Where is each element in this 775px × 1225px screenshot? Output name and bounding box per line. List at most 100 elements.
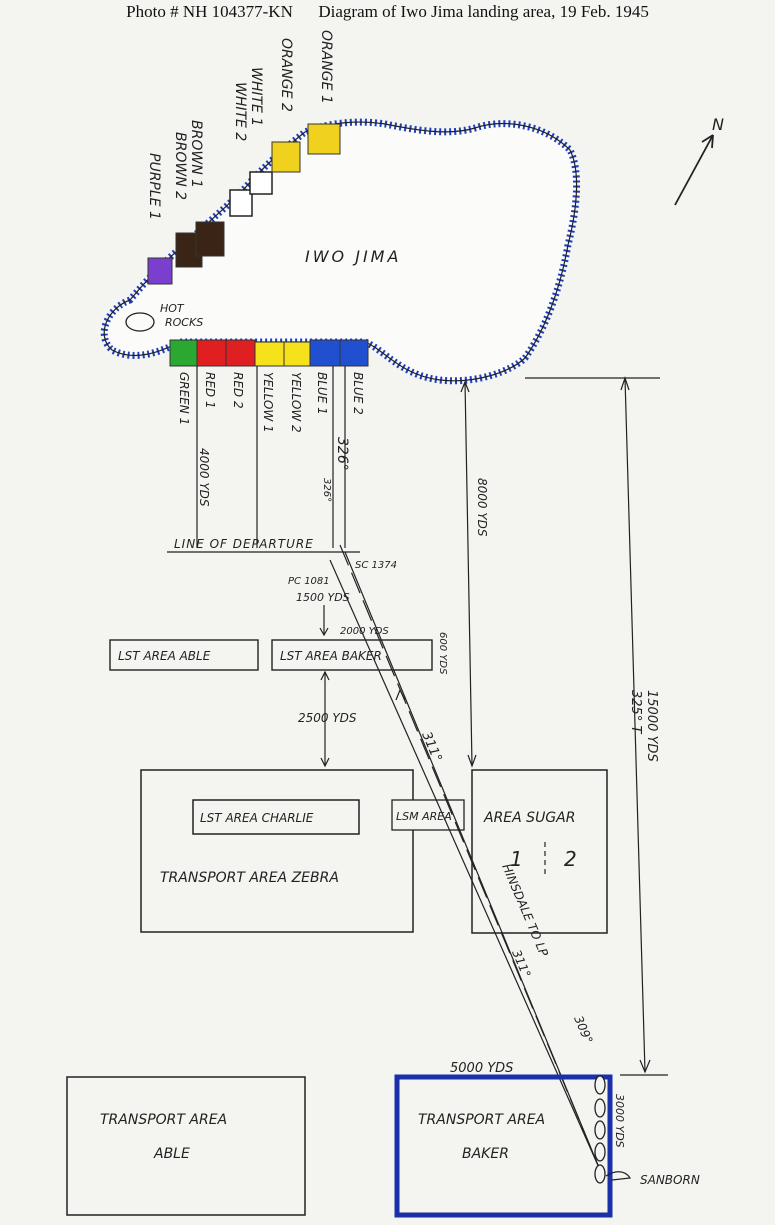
area-sugar: AREA SUGAR 1 2 bbox=[471, 769, 608, 934]
ship-icon bbox=[594, 1142, 606, 1162]
beach-red-2-label: RED 2 bbox=[231, 372, 245, 409]
hinsdale-bearing: 311° bbox=[509, 948, 533, 980]
sanborn-label: SANBORN bbox=[640, 1173, 700, 1187]
transport-zebra-box bbox=[140, 769, 414, 933]
eight-thousand-line bbox=[464, 381, 473, 766]
beach-brown-2-marker bbox=[195, 221, 225, 257]
area-sugar-box bbox=[471, 769, 608, 934]
lst-area-charlie-label: LST AREA CHARLIE bbox=[200, 811, 314, 825]
beach-blue-1-marker bbox=[309, 339, 341, 367]
beach-white-1-label: WHITE 1 bbox=[248, 67, 264, 126]
transport-area-baker: 5000 YDS TRANSPORT AREA BAKER 3000 YDS S… bbox=[394, 1061, 700, 1218]
beach-blue-2-marker bbox=[339, 339, 369, 367]
lst-areas: LST AREA ABLE LST AREA BAKER 2000 YDS 60… bbox=[109, 626, 448, 675]
beach-orange-2-label: ORANGE 2 bbox=[278, 38, 294, 112]
eight-thousand-distance: 8000 YDS bbox=[475, 478, 489, 537]
beach-red-1-label: RED 1 bbox=[203, 372, 217, 409]
east-distances bbox=[460, 376, 668, 1076]
lst-area-charlie-box bbox=[192, 799, 360, 835]
lst-height-distance: 600 YDS bbox=[437, 632, 448, 675]
transport-area-able: TRANSPORT AREA ABLE bbox=[66, 1076, 306, 1216]
beach-to-lod-distance: 4000 YDS bbox=[197, 448, 211, 507]
beach-yellow-1-label: YELLOW 1 bbox=[261, 372, 275, 433]
ship-column bbox=[594, 1075, 606, 1184]
sanborn-pointer bbox=[605, 1171, 632, 1181]
transport-baker-box bbox=[394, 1074, 613, 1218]
beach-blue-1-label: BLUE 1 bbox=[315, 372, 329, 415]
beach-white-1-marker bbox=[229, 189, 253, 217]
route-line-2 bbox=[329, 559, 601, 1171]
beach-red-2-marker bbox=[225, 339, 256, 367]
sc-label: SC 1374 bbox=[355, 560, 397, 571]
beach-green-1-label: GREEN 1 bbox=[177, 372, 191, 425]
north-label: N bbox=[712, 115, 724, 134]
beach-white-2-label: WHITE 2 bbox=[232, 82, 248, 141]
beach-yellow-1-marker bbox=[254, 341, 285, 367]
area-sugar-1: 1 bbox=[510, 847, 523, 871]
hot-rocks-mark bbox=[125, 312, 155, 332]
beaches-west: PURPLE 1 BROWN 1 BROWN 2 WHITE 1 WHITE 2… bbox=[146, 30, 341, 285]
hot-rocks-label-1: HOT bbox=[160, 302, 185, 315]
route-line-dashed bbox=[339, 544, 601, 1171]
beach-brown-1-label: BROWN 1 bbox=[188, 120, 204, 188]
north-arrow-head bbox=[701, 134, 714, 149]
fifteen-thousand-bearing: 325° T bbox=[628, 690, 643, 734]
beach-blue-2-label: BLUE 2 bbox=[351, 372, 365, 415]
line-of-departure-label: LINE OF DEPARTURE bbox=[174, 537, 314, 551]
route-arrowhead bbox=[395, 688, 406, 701]
transport-able-label-2: ABLE bbox=[153, 1146, 190, 1162]
caption: Photo # NH 104377-KN Diagram of Iwo Jima… bbox=[0, 2, 775, 26]
route-bearing: 311° bbox=[418, 730, 444, 765]
beach-yellow-2-label: YELLOW 2 bbox=[289, 372, 303, 433]
lst-area-able-label: LST AREA ABLE bbox=[118, 649, 211, 663]
lst-gap-distance: 2000 YDS bbox=[340, 626, 389, 637]
lst-to-charlie-arrowheads bbox=[320, 670, 330, 768]
route-line-1 bbox=[344, 551, 601, 1171]
transport-able-label-1: TRANSPORT AREA bbox=[100, 1112, 227, 1128]
hot-rocks-label-2: ROCKS bbox=[165, 316, 203, 329]
beach-purple-1-marker bbox=[147, 257, 173, 285]
beach-yellow-2-marker bbox=[283, 341, 311, 367]
beach-orange-1-label: ORANGE 1 bbox=[318, 30, 334, 104]
ship-icon bbox=[594, 1120, 606, 1140]
beach-white-2-marker bbox=[249, 171, 273, 195]
area-sugar-label: AREA SUGAR bbox=[483, 810, 575, 826]
beaches-south: GREEN 1 RED 1 RED 2 YELLOW 1 YELLOW 2 BL… bbox=[169, 339, 369, 433]
baker-height-distance: 3000 YDS bbox=[613, 1094, 626, 1148]
beach-orange-2-marker bbox=[271, 141, 301, 173]
approach-lines bbox=[167, 366, 360, 553]
pc-to-lst-arrowhead bbox=[319, 627, 329, 637]
baker-width-distance: 5000 YDS bbox=[450, 1061, 513, 1076]
north-arrow: N bbox=[674, 115, 724, 206]
lsm-area-label: LSM AREA bbox=[396, 810, 452, 823]
transport-baker-label-2: BAKER bbox=[462, 1146, 509, 1162]
bearing-a: 326° bbox=[334, 437, 350, 471]
area-sugar-2: 2 bbox=[564, 847, 577, 871]
transport-area-zebra: LST AREA CHARLIE LSM AREA TRANSPORT AREA… bbox=[140, 769, 465, 933]
pc-label: PC 1081 bbox=[288, 576, 330, 587]
lst-area-baker-box bbox=[271, 639, 433, 671]
fifteen-thousand-line bbox=[624, 377, 646, 1073]
island-name: IWO JIMA bbox=[305, 247, 401, 266]
diagonal-routes bbox=[329, 544, 601, 1171]
ship-icon bbox=[594, 1164, 606, 1184]
beach-purple-1-label: PURPLE 1 bbox=[146, 153, 162, 220]
bearing-b: 326° bbox=[321, 478, 332, 502]
ship-icon bbox=[594, 1098, 606, 1118]
photo-id: Photo # NH 104377-KN bbox=[126, 2, 293, 21]
caption-title: Diagram of Iwo Jima landing area, 19 Feb… bbox=[318, 2, 649, 21]
hinsdale-tip-bearing: 309° bbox=[571, 1014, 595, 1046]
eight-thousand-arrowheads bbox=[460, 380, 477, 768]
fifteen-thousand-distance: 15000 YDS bbox=[644, 690, 659, 762]
beach-brown-2-label: BROWN 2 bbox=[172, 132, 188, 200]
beach-red-1-marker bbox=[196, 339, 227, 367]
beach-orange-1-marker bbox=[307, 123, 341, 155]
north-arrow-line bbox=[674, 134, 714, 206]
lst-area-baker-label: LST AREA BAKER bbox=[280, 649, 382, 663]
fifteen-thousand-arrowheads bbox=[620, 376, 651, 1074]
beach-green-1-marker bbox=[169, 339, 198, 367]
transport-zebra-label: TRANSPORT AREA ZEBRA bbox=[160, 870, 339, 886]
lst-to-charlie-distance: 2500 YDS bbox=[298, 711, 357, 725]
transport-baker-label-1: TRANSPORT AREA bbox=[418, 1112, 545, 1128]
